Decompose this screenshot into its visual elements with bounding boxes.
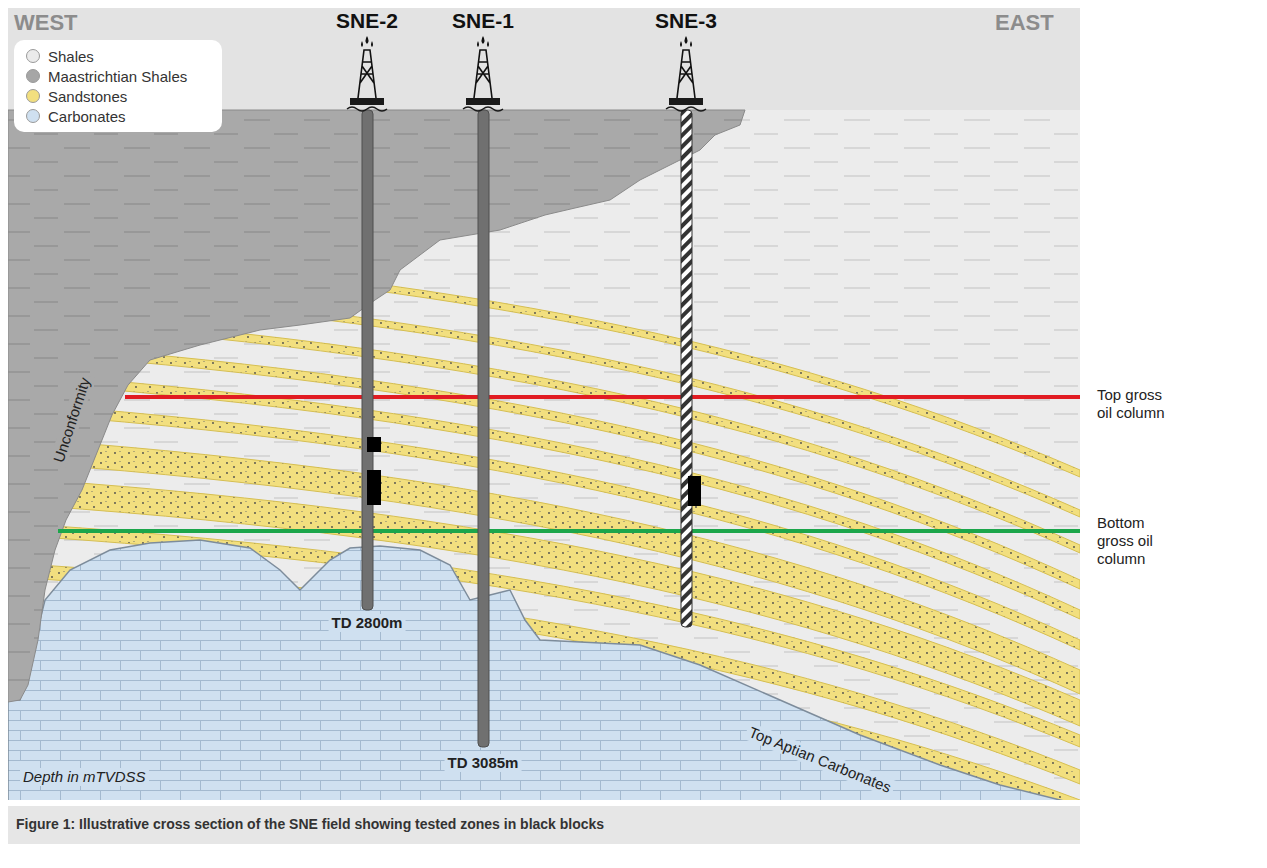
tested-zone	[367, 437, 381, 452]
legend-text: Sandstones	[48, 88, 127, 105]
top-oil-line	[125, 395, 1080, 399]
derrick-tower	[474, 50, 492, 98]
tested-zone	[688, 476, 701, 506]
caption-bar: Figure 1: Illustrative cross section of …	[8, 806, 1080, 844]
derrick-tower	[677, 50, 695, 98]
derrick-tower	[358, 50, 376, 98]
derricks	[347, 36, 706, 111]
well-bore	[478, 110, 489, 747]
well-name: SNE-2	[336, 8, 398, 33]
derrick-platform	[466, 98, 500, 105]
bottom-oil-line	[58, 529, 1080, 533]
section-panel	[8, 8, 1080, 800]
total-depth: TD 2800m	[329, 614, 406, 632]
legend-row: Carbonates	[14, 106, 222, 126]
derrick-icon	[347, 36, 387, 111]
legend-swatch	[26, 109, 40, 123]
flare-drops	[361, 36, 373, 47]
figure-caption: Figure 1: Illustrative cross section of …	[16, 816, 604, 833]
flare-drops	[680, 36, 692, 47]
flare-drops	[477, 36, 489, 47]
legend-row: Shales	[14, 46, 222, 66]
legend-text: Carbonates	[48, 108, 126, 125]
oil-column-label: Bottom gross oil column	[1097, 514, 1177, 568]
well-name: SNE-3	[655, 8, 717, 33]
total-depth: TD 3085m	[445, 754, 522, 772]
sea-wave	[666, 107, 706, 111]
legend-row: Sandstones	[14, 86, 222, 106]
legend-text: Shales	[48, 48, 94, 65]
legend-text: Maastrichtian Shales	[48, 68, 187, 85]
oil-column-label: Top gross oil column	[1097, 386, 1177, 422]
legend-row: Maastrichtian Shales	[14, 66, 222, 86]
maastrichtian-layer	[8, 110, 745, 702]
well-bore	[681, 110, 692, 627]
legend-box: ShalesMaastrichtian ShalesSandstonesCarb…	[14, 40, 222, 132]
carbonate-layer	[8, 540, 1080, 800]
sea-wave	[463, 107, 503, 111]
well-bore	[362, 110, 373, 610]
tested-zone	[367, 470, 381, 505]
direction-label: EAST	[995, 10, 1054, 36]
derrick-icon	[463, 36, 503, 111]
legend-swatch	[26, 89, 40, 103]
well-name: SNE-1	[452, 8, 514, 33]
direction-label: WEST	[14, 10, 78, 36]
derrick-platform	[350, 98, 384, 105]
depth-unit-note: Depth in mTVDSS	[20, 768, 149, 786]
derrick-icon	[666, 36, 706, 111]
sea-wave	[347, 107, 387, 111]
legend-swatch	[26, 69, 40, 83]
derrick-platform	[669, 98, 703, 105]
legend-swatch	[26, 49, 40, 63]
